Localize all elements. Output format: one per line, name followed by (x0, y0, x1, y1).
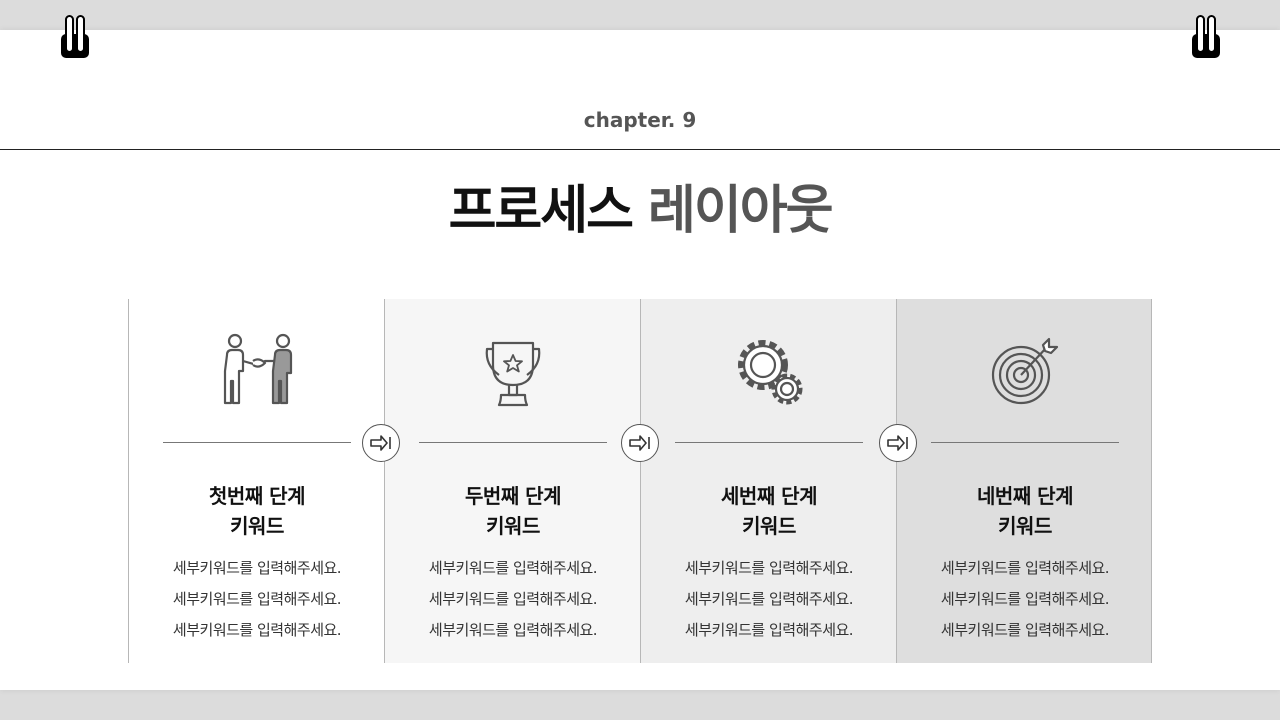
step-detail-line: 세부키워드를 입력해주세요. (172, 621, 342, 639)
step-detail-line: 세부키워드를 입력해주세요. (684, 621, 854, 639)
step-heading: 첫번째 단계 키워드 (129, 481, 385, 541)
step-heading: 네번째 단계 키워드 (897, 481, 1153, 541)
page-title: 프로세스 레이아웃 (0, 176, 1280, 246)
step-detail-line: 세부키워드를 입력해주세요. (428, 621, 598, 639)
step-description: 세부키워드를 입력해주세요. 세부키워드를 입력해주세요. 세부키워드를 입력해… (385, 553, 641, 646)
slide: chapter. 9 프로세스 레이아웃 첫번째 단계 키워드 세부키워드를 입… (0, 30, 1280, 690)
step-keyword: 키워드 (486, 514, 540, 538)
next-arrow-icon (362, 424, 400, 462)
next-arrow-icon (879, 424, 917, 462)
step-column-2: 두번째 단계 키워드 세부키워드를 입력해주세요. 세부키워드를 입력해주세요.… (384, 299, 640, 663)
step-divider (163, 442, 351, 443)
header-divider (0, 149, 1280, 150)
step-detail-line: 세부키워드를 입력해주세요. (940, 590, 1110, 608)
step-column-4: 네번째 단계 키워드 세부키워드를 입력해주세요. 세부키워드를 입력해주세요.… (896, 299, 1152, 663)
step-column-3: 세번째 단계 키워드 세부키워드를 입력해주세요. 세부키워드를 입력해주세요.… (640, 299, 896, 663)
step-detail-line: 세부키워드를 입력해주세요. (684, 590, 854, 608)
step-detail-line: 세부키워드를 입력해주세요. (940, 621, 1110, 639)
step-keyword: 키워드 (230, 514, 284, 538)
step-heading: 두번째 단계 키워드 (385, 481, 641, 541)
binder-clip-icon (1192, 15, 1220, 58)
step-heading: 세번째 단계 키워드 (641, 481, 897, 541)
step-detail-line: 세부키워드를 입력해주세요. (940, 559, 1110, 577)
title-part-2: 레이아웃 (648, 181, 833, 241)
handshake-people-icon (223, 333, 293, 405)
step-divider (675, 442, 863, 443)
step-title: 첫번째 단계 (209, 484, 305, 508)
step-column-1: 첫번째 단계 키워드 세부키워드를 입력해주세요. 세부키워드를 입력해주세요.… (128, 299, 384, 663)
next-arrow-icon (621, 424, 659, 462)
step-description: 세부키워드를 입력해주세요. 세부키워드를 입력해주세요. 세부키워드를 입력해… (897, 553, 1153, 646)
step-detail-line: 세부키워드를 입력해주세요. (428, 559, 598, 577)
target-icon (991, 337, 1059, 405)
step-description: 세부키워드를 입력해주세요. 세부키워드를 입력해주세요. 세부키워드를 입력해… (129, 553, 385, 646)
step-detail-line: 세부키워드를 입력해주세요. (684, 559, 854, 577)
chapter-label: chapter. 9 (583, 108, 697, 132)
gears-icon (738, 340, 803, 405)
step-detail-line: 세부키워드를 입력해주세요. (172, 559, 342, 577)
step-divider (419, 442, 607, 443)
trophy-icon (485, 341, 541, 407)
step-detail-line: 세부키워드를 입력해주세요. (172, 590, 342, 608)
step-title: 세번째 단계 (721, 484, 817, 508)
step-description: 세부키워드를 입력해주세요. 세부키워드를 입력해주세요. 세부키워드를 입력해… (641, 553, 897, 646)
step-detail-line: 세부키워드를 입력해주세요. (428, 590, 598, 608)
binder-clip-icon (61, 15, 89, 58)
process-columns: 첫번째 단계 키워드 세부키워드를 입력해주세요. 세부키워드를 입력해주세요.… (128, 299, 1152, 663)
step-keyword: 키워드 (998, 514, 1052, 538)
title-part-1: 프로세스 (448, 181, 634, 241)
step-title: 두번째 단계 (465, 484, 561, 508)
step-divider (931, 442, 1119, 443)
step-keyword: 키워드 (742, 514, 796, 538)
step-title: 네번째 단계 (977, 484, 1073, 508)
